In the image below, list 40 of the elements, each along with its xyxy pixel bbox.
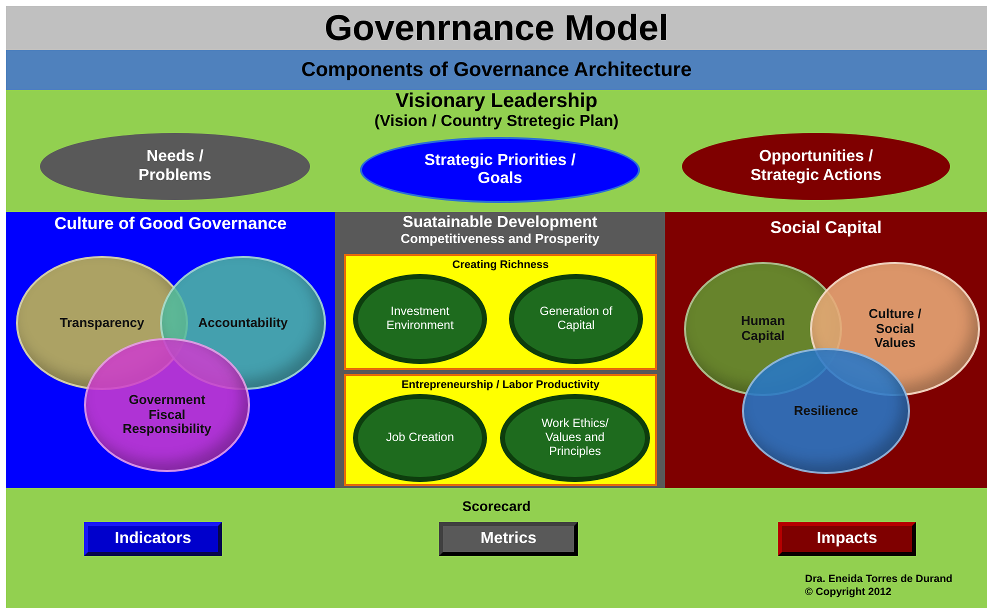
node-label: Work Ethics/ Values and Principles [540,417,610,459]
node-label: Human Capital [740,314,786,344]
section-heading: Social Capital [770,218,882,238]
scorecard-tile [84,522,222,556]
node-label: Strategic Priorities / Goals [423,152,577,188]
node-label: Investment Environment [385,305,455,333]
section-panel [344,254,657,370]
node-label: Job Creation [386,431,454,445]
section-panel [665,212,987,488]
section-heading: Suatainable Development [402,214,598,232]
section-panel [6,90,987,212]
node-label: Components of Governance Architecture [301,58,692,82]
footer-note: Dra. Eneida Torres de Durand [805,573,952,585]
node-label: Transparency [60,316,144,330]
scorecard-tile [439,522,578,556]
node-label: Indicators [114,530,192,548]
node-label: Government Fiscal Responsibility [122,392,212,438]
section-heading: Entrepreneurship / Labor Productivity [401,379,600,392]
node-label: Culture / Social Values [868,306,922,352]
node-label: Opportunities / Strategic Actions [750,148,882,185]
section-subheading: Competitiveness and Prosperity [400,232,600,248]
section-heading: Visionary Leadership [396,90,598,113]
node-label: Generation of Capital [538,305,614,333]
node-label: Resilience [794,404,858,418]
section-panel [6,488,987,608]
scorecard-tile [778,522,916,556]
node-label: Metrics [480,530,537,548]
node-label: Needs / Problems [138,148,212,185]
footer-note: © Copyright 2012 [805,586,892,598]
section-heading: Culture of Good Governance [54,214,287,234]
node-label: Accountability [198,316,288,330]
header-band [6,50,987,90]
node-label: Impacts [816,530,878,548]
section-panel [6,212,335,488]
section-subheading: (Vision / Country Stretegic Plan) [374,113,619,132]
section-panel [344,374,657,486]
section-heading: Creating Richness [452,259,549,272]
title: Govenrnance Model [6,6,987,50]
section-panel [335,212,665,488]
section-heading: Scorecard [462,498,531,514]
